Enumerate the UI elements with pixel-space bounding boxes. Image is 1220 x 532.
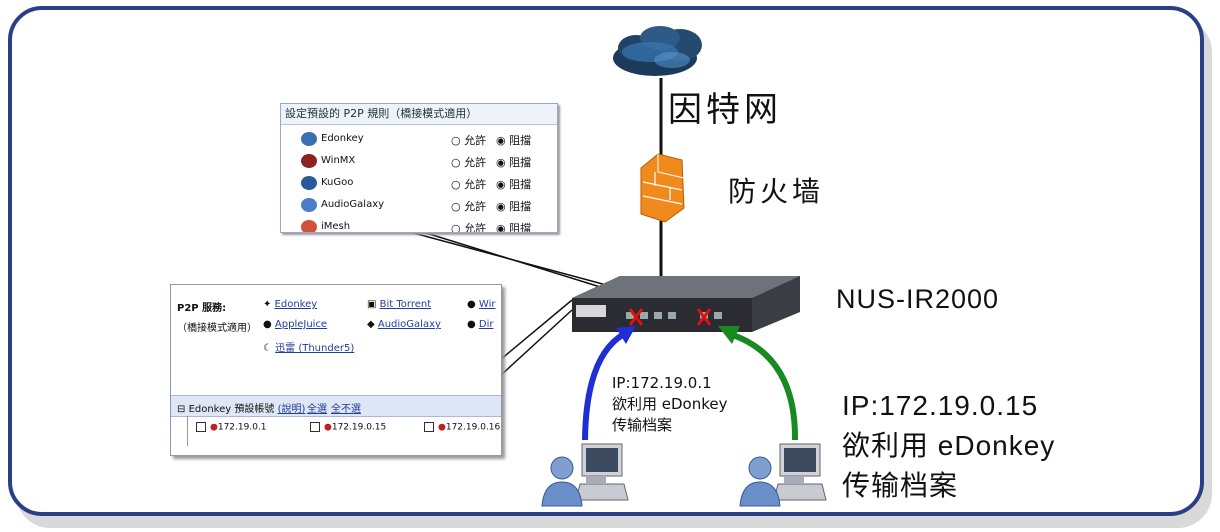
edonkey-icon bbox=[301, 132, 317, 146]
kugoo-icon bbox=[301, 176, 317, 190]
client-small-ip: IP:172.19.0.1 bbox=[612, 374, 712, 392]
services-title: P2P 服務: bbox=[177, 303, 227, 314]
audiogalaxy-icon bbox=[301, 198, 317, 212]
block-radio[interactable]: ◉ 阻擋 bbox=[496, 178, 532, 191]
client-small-line2: 欲利用 eDonkey bbox=[612, 395, 728, 413]
blue-arrow bbox=[582, 326, 636, 441]
ip-checkbox-2[interactable]: ●172.19.0.15 bbox=[310, 422, 386, 433]
rule-row: Edonkey ○ 允許 ◉ 阻擋 bbox=[301, 128, 551, 150]
nus-device-icon bbox=[572, 276, 800, 332]
service-col3-a[interactable]: ● Wir bbox=[467, 299, 496, 310]
rule-row: iMesh ○ 允許 ◉ 阻擋 bbox=[301, 216, 551, 233]
rule-name: iMesh bbox=[321, 221, 351, 232]
allow-radio[interactable]: ○ 允許 bbox=[451, 156, 487, 169]
imesh-icon bbox=[301, 220, 317, 232]
callout-line bbox=[499, 309, 573, 377]
select-none-link[interactable]: 全不選 bbox=[331, 404, 361, 415]
user-computer-icon bbox=[739, 443, 827, 507]
ip-checkbox-3[interactable]: ●172.19.0.16 bbox=[424, 422, 500, 433]
device-label: NUS-IR2000 bbox=[836, 284, 1000, 314]
p2p-rules-header: 設定預設的 P2P 規則（橋接模式適用） bbox=[281, 104, 557, 125]
service-col3-b[interactable]: ● Dir bbox=[467, 319, 494, 330]
ip-checkbox-row: ●172.19.0.1 ●172.19.0.15 ●172.19.0.16 bbox=[187, 416, 501, 446]
winmx-icon bbox=[301, 154, 317, 168]
callout-line bbox=[409, 227, 611, 291]
cloud-icon bbox=[613, 26, 702, 76]
service-applejuice[interactable]: ● AppleJuice bbox=[263, 319, 328, 330]
user-computer-icon bbox=[541, 443, 629, 507]
service-audiogalaxy[interactable]: ◆ AudioGalaxy bbox=[367, 319, 441, 330]
rule-row: AudioGalaxy ○ 允許 ◉ 阻擋 bbox=[301, 194, 551, 216]
block-radio[interactable]: ◉ 阻擋 bbox=[496, 222, 532, 233]
internet-label: 因特网 bbox=[668, 90, 782, 130]
p2p-rules-panel: 設定預設的 P2P 規則（橋接模式適用） Edonkey ○ 允許 ◉ 阻擋 W… bbox=[280, 103, 558, 233]
rule-name: WinMX bbox=[321, 155, 356, 166]
block-x-right bbox=[696, 308, 712, 326]
client-big-line3: 传输档案 bbox=[842, 470, 959, 501]
rule-name: AudioGalaxy bbox=[321, 199, 385, 210]
ip-checkbox-1[interactable]: ●172.19.0.1 bbox=[196, 422, 267, 433]
client-big-ip: IP:172.19.0.15 bbox=[842, 390, 1039, 421]
green-arrow bbox=[718, 326, 799, 441]
services-subtitle: （橋接模式適用） bbox=[177, 323, 257, 334]
rule-row: KuGoo ○ 允許 ◉ 阻擋 bbox=[301, 172, 551, 194]
block-radio[interactable]: ◉ 阻擋 bbox=[496, 134, 532, 147]
allow-radio[interactable]: ○ 允許 bbox=[451, 134, 487, 147]
service-edonkey[interactable]: ✦ Edonkey bbox=[263, 299, 318, 310]
rule-name: KuGoo bbox=[321, 177, 354, 188]
callout-line bbox=[499, 299, 573, 361]
client-big-text: IP:172.19.0.15 欲利用 eDonkey 传输档案 bbox=[842, 386, 1055, 506]
accounts-bar-text: ⊟ Edonkey 預設帳號 (說明) bbox=[177, 404, 306, 415]
edonkey-accounts-bar: ⊟ Edonkey 預設帳號 (說明) 全選 全不選 bbox=[171, 395, 501, 417]
firewall-icon bbox=[640, 153, 685, 223]
service-bittorrent[interactable]: ▣ Bit Torrent bbox=[367, 299, 432, 310]
client-big-line2: 欲利用 eDonkey bbox=[842, 430, 1056, 461]
client-small-text: IP:172.19.0.1 欲利用 eDonkey 传输档案 bbox=[612, 373, 728, 436]
firewall-label: 防火墙 bbox=[728, 175, 825, 208]
rule-row: WinMX ○ 允許 ◉ 阻擋 bbox=[301, 150, 551, 172]
client-small-line3: 传输档案 bbox=[612, 416, 673, 434]
p2p-services-panel: P2P 服務: （橋接模式適用） ✦ Edonkey ● AppleJuice … bbox=[170, 284, 502, 456]
select-all-link[interactable]: 全選 bbox=[307, 404, 327, 415]
rule-name: Edonkey bbox=[321, 133, 364, 144]
block-x-left bbox=[628, 308, 644, 326]
service-thunder[interactable]: ☾ 迅雷 (Thunder5) bbox=[263, 343, 355, 354]
allow-radio[interactable]: ○ 允許 bbox=[451, 222, 487, 233]
block-radio[interactable]: ◉ 阻擋 bbox=[496, 200, 532, 213]
allow-radio[interactable]: ○ 允許 bbox=[451, 178, 487, 191]
allow-radio[interactable]: ○ 允許 bbox=[451, 200, 487, 213]
block-radio[interactable]: ◉ 阻擋 bbox=[496, 156, 532, 169]
